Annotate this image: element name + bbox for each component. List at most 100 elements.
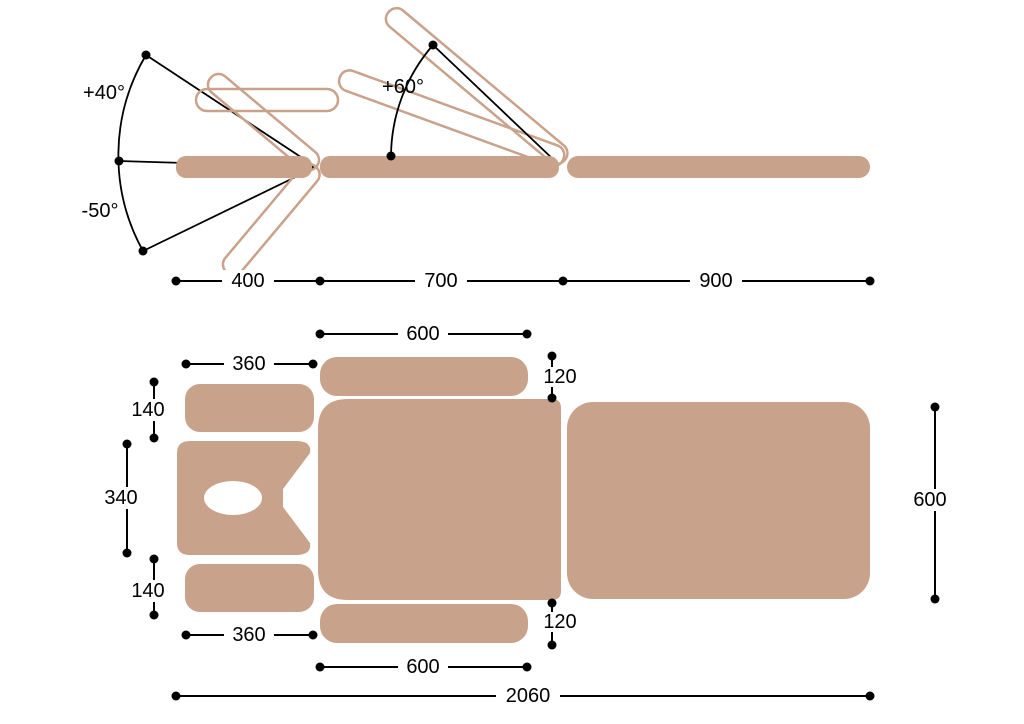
dim-dot	[428, 40, 438, 50]
head-angle-fan	[117, 54, 317, 252]
label-bg	[127, 399, 169, 421]
dim-dot	[122, 548, 132, 558]
dim-dot	[114, 156, 124, 166]
dim-dot	[149, 377, 159, 387]
ghost-positions	[194, 6, 569, 277]
headrest-side-section	[176, 156, 312, 178]
dim-dot	[315, 276, 325, 286]
dim-dot	[149, 554, 159, 564]
dim-label: 360	[232, 624, 265, 646]
side-view-table-sections	[176, 156, 870, 178]
shoulder-pad-bottom	[185, 564, 314, 612]
side-view-length-dimension: 400 700 900	[171, 270, 875, 292]
angle-label-backrest-up: +60°	[382, 76, 424, 98]
dim-dot	[522, 329, 532, 339]
label-bg	[398, 656, 448, 678]
dim-dot	[315, 662, 325, 672]
leg-top-section	[567, 402, 870, 599]
armrest-top	[320, 357, 528, 396]
dim-label: 140	[131, 580, 164, 602]
dim-dot	[865, 276, 875, 286]
dim-label: 120	[543, 611, 576, 633]
dim-armrest-bottom-length: 600	[315, 656, 532, 678]
dim-dot	[149, 610, 159, 620]
dim-label: 120	[543, 366, 576, 388]
label-bg	[539, 612, 581, 632]
label-bg	[906, 489, 954, 511]
label-bg	[224, 353, 274, 375]
label-bg	[398, 323, 448, 345]
dim-shoulder-pad-bottom: 140	[127, 554, 169, 620]
dim-label: 600	[913, 489, 946, 511]
fan-arc	[117, 54, 147, 252]
backrest-angle-line	[432, 44, 557, 163]
dim-armrest-top-width: 120	[539, 351, 581, 403]
dim-headrest-height: 340	[99, 439, 145, 558]
leg-side-section	[567, 156, 870, 178]
dim-dot	[386, 151, 396, 161]
dim-table-width: 600	[906, 402, 954, 604]
dim-dot	[547, 393, 557, 403]
dim-label: 600	[406, 656, 439, 678]
dim-dot	[547, 640, 557, 650]
backrest-angle-arc	[390, 44, 434, 157]
dim-dot	[547, 351, 557, 361]
label-bg	[224, 624, 274, 646]
dim-dot	[547, 598, 557, 608]
dim-label-leg-section: 900	[699, 270, 732, 292]
top-view-table-sections	[177, 357, 870, 643]
dim-headrest-top-width: 360	[181, 353, 318, 375]
dim-dot	[138, 246, 148, 256]
dim-label: 360	[232, 353, 265, 375]
label-bg	[222, 270, 274, 292]
top-view: 600 360 120 140	[99, 323, 954, 707]
dim-label: 340	[104, 487, 137, 509]
fan-line-down	[142, 166, 317, 252]
shoulder-pad-top	[185, 384, 314, 432]
side-view: +40° -50° +60° 400 700 900	[82, 6, 875, 292]
dim-dot	[181, 359, 191, 369]
dim-dot	[522, 662, 532, 672]
dim-total-length: 2060	[171, 685, 875, 707]
dim-dot	[308, 359, 318, 369]
backrest-angle-annotation	[390, 44, 557, 163]
dim-armrest-bottom-width: 120	[539, 598, 581, 650]
backrest-top-section	[318, 399, 561, 600]
face-hole	[204, 481, 262, 515]
backrest-raised-outline	[384, 6, 569, 166]
dim-dot	[171, 276, 181, 286]
dim-shoulder-pad-top: 140	[127, 377, 169, 443]
dim-dot	[141, 50, 151, 60]
dim-dot	[315, 329, 325, 339]
dim-armrest-top-length: 600	[315, 323, 532, 345]
dim-dot	[558, 276, 568, 286]
dim-dot	[930, 402, 940, 412]
dim-dot	[930, 594, 940, 604]
dim-dot	[171, 691, 181, 701]
dim-label: 2060	[506, 685, 551, 707]
armrest-raised-outline	[194, 87, 340, 113]
armrest-bottom	[320, 604, 528, 643]
dim-label: 600	[406, 323, 439, 345]
dim-dot	[122, 439, 132, 449]
label-bg	[127, 580, 169, 602]
dim-dot	[149, 433, 159, 443]
dim-label-head-section: 400	[231, 270, 264, 292]
label-bg	[539, 367, 581, 387]
backrest-mid-outline	[337, 69, 566, 168]
label-bg	[99, 487, 145, 509]
dim-dot	[181, 630, 191, 640]
label-bg	[690, 270, 742, 292]
dim-headrest-bottom-width: 360	[181, 624, 318, 646]
dim-label-backrest-section: 700	[424, 270, 457, 292]
label-bg	[496, 685, 560, 707]
backrest-side-section	[320, 156, 559, 178]
angle-label-head-up: +40°	[83, 82, 125, 104]
dim-dot	[308, 630, 318, 640]
dim-dot	[865, 691, 875, 701]
dim-label: 140	[131, 399, 164, 421]
label-bg	[415, 270, 467, 292]
angle-label-head-down: -50°	[82, 200, 119, 222]
